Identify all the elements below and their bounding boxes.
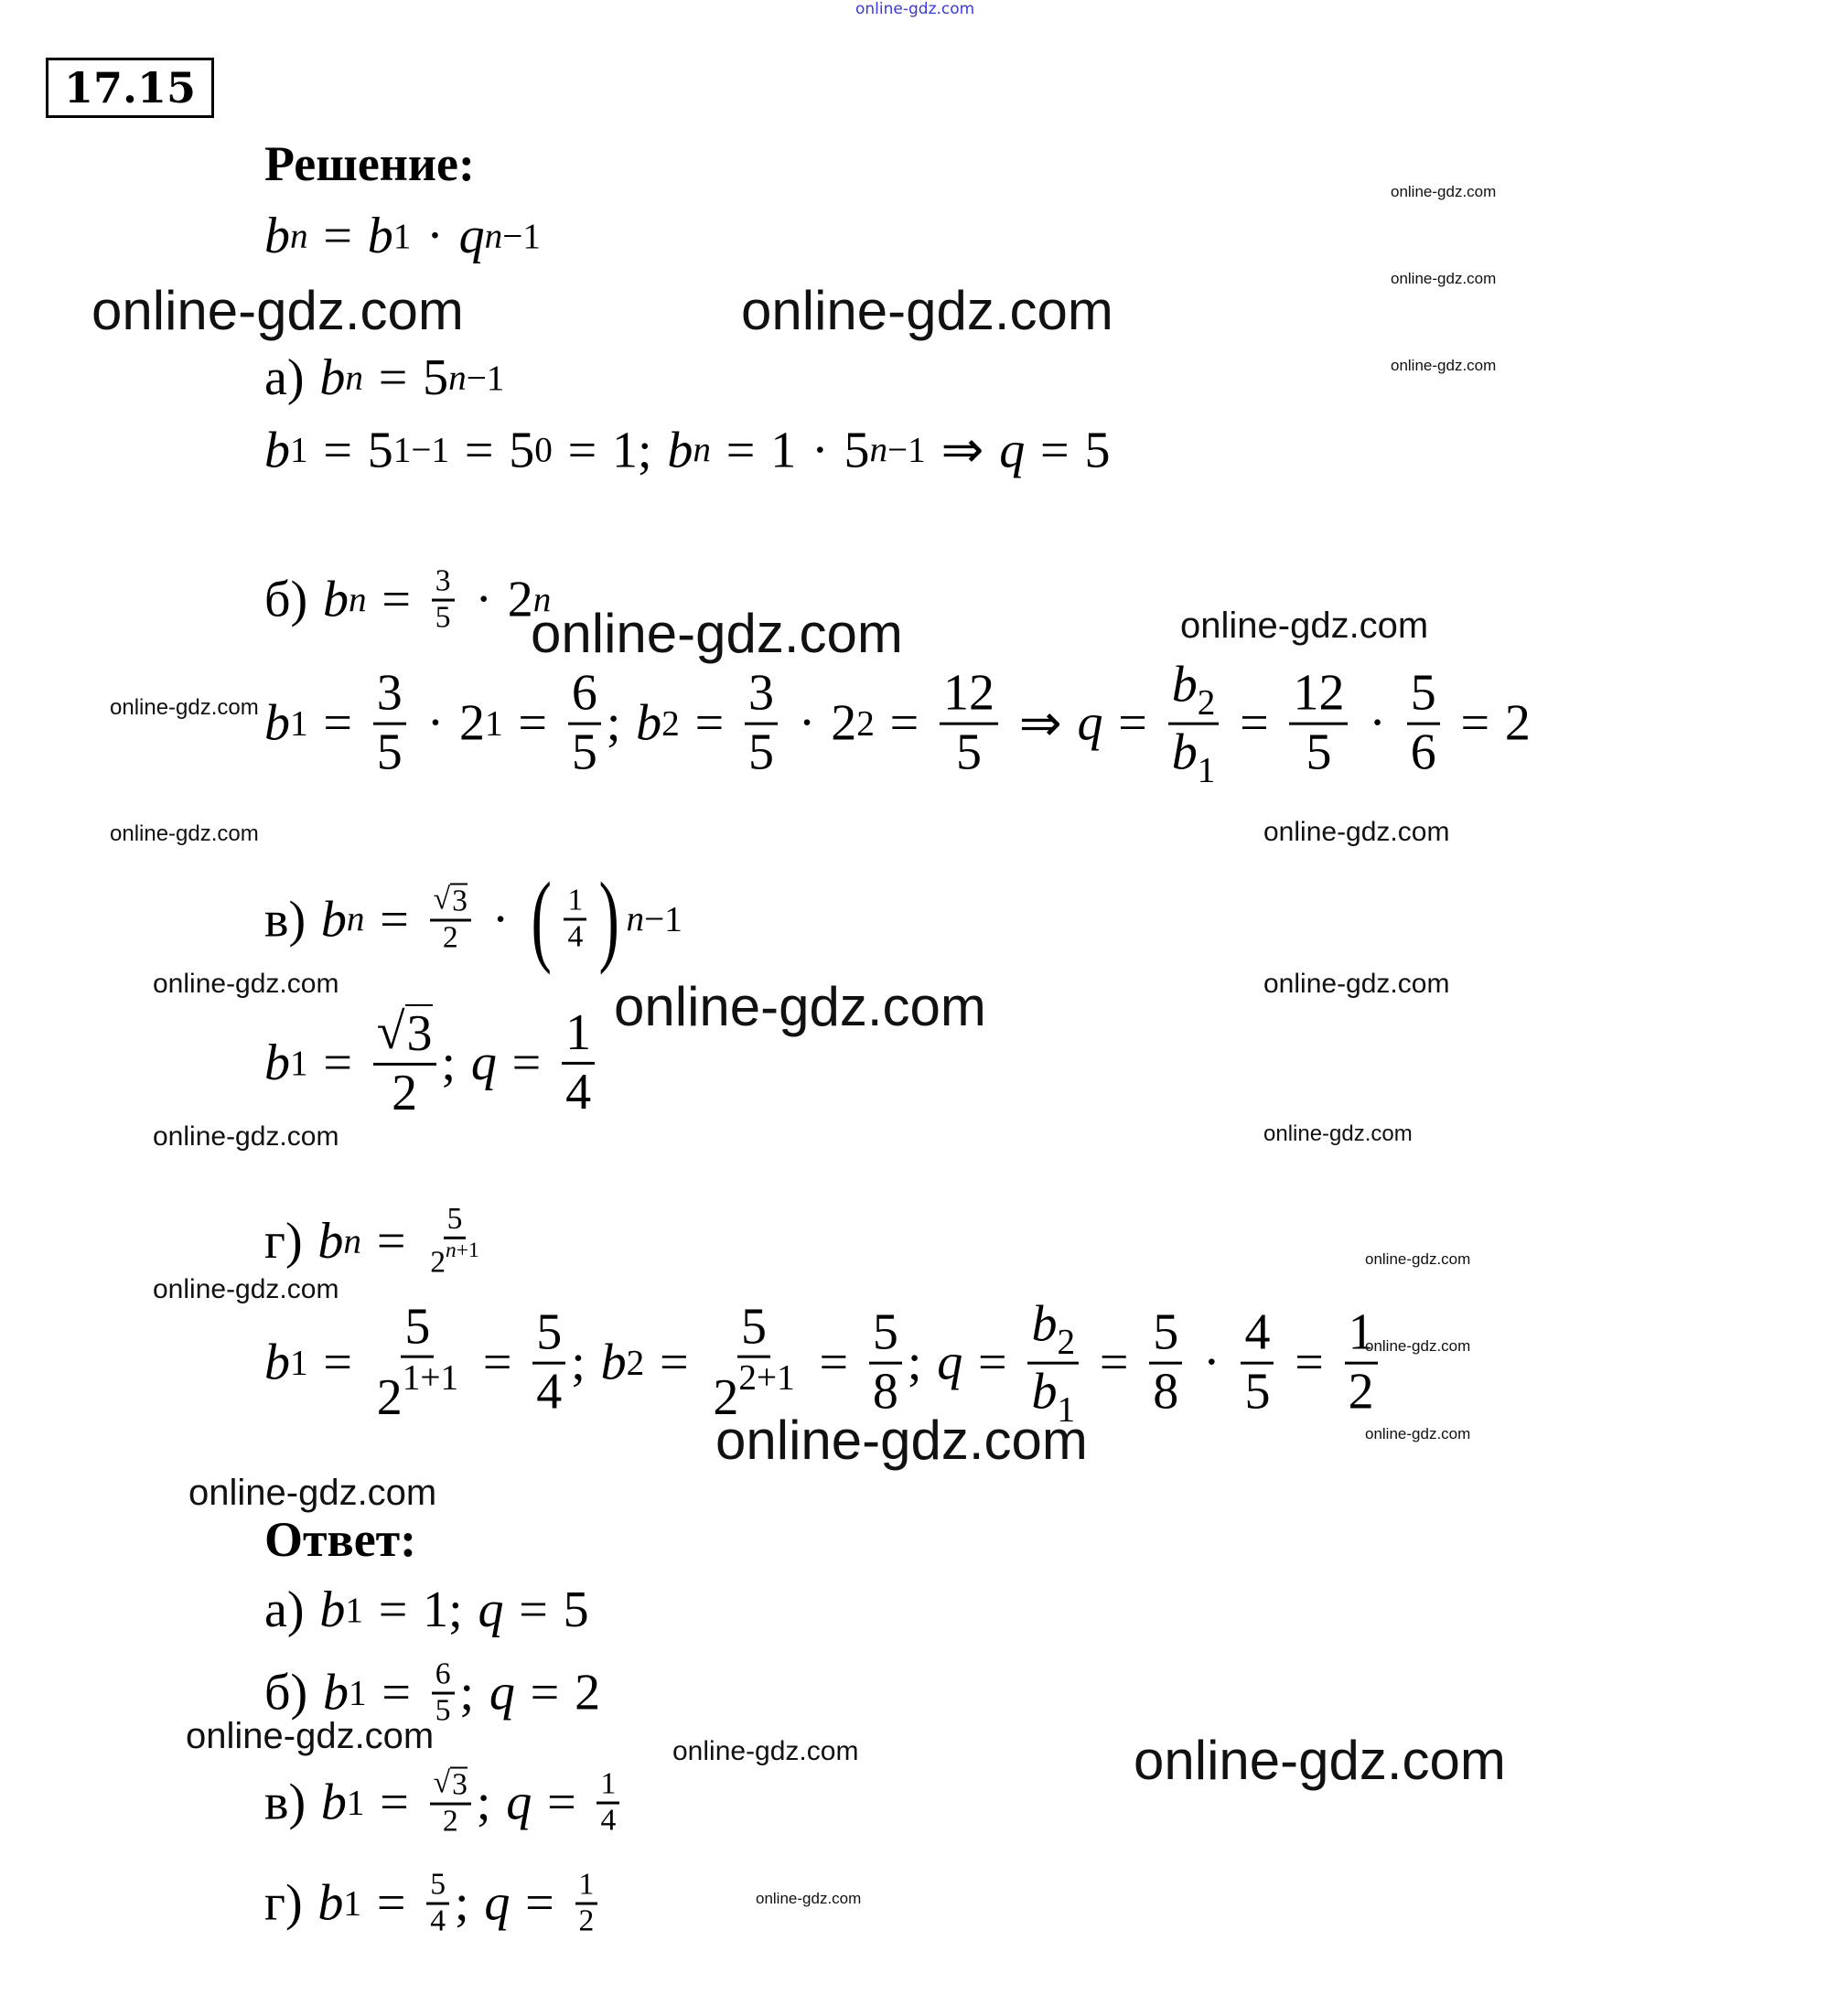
square-root: √3	[376, 1003, 433, 1062]
watermark: online-gdz.com	[715, 1410, 1088, 1471]
watermark: online-gdz.com	[1263, 1121, 1413, 1146]
watermark: online-gdz.com	[91, 280, 464, 341]
square-root: √3	[433, 882, 468, 918]
watermark: online-gdz.com	[110, 695, 259, 720]
solution-heading: Решение:	[264, 136, 475, 191]
watermark: online-gdz.com	[188, 1473, 437, 1513]
problem-number: 17.15	[46, 58, 214, 118]
watermark: online-gdz.com	[614, 976, 986, 1037]
watermark: online-gdz.com	[153, 1274, 339, 1304]
header-watermark: online-gdz.com	[855, 0, 975, 18]
watermark: online-gdz.com	[1391, 270, 1497, 287]
watermark: online-gdz.com	[153, 1121, 339, 1152]
watermark: online-gdz.com	[1263, 817, 1450, 847]
watermark: online-gdz.com	[531, 603, 903, 664]
watermark: online-gdz.com	[186, 1716, 435, 1756]
watermark: online-gdz.com	[1365, 1425, 1471, 1442]
watermark: online-gdz.com	[672, 1736, 859, 1766]
watermark: online-gdz.com	[741, 280, 1113, 341]
watermark: online-gdz.com	[1134, 1730, 1506, 1791]
watermark: online-gdz.com	[1365, 1250, 1471, 1268]
square-root: √3	[433, 1765, 468, 1802]
watermark: online-gdz.com	[110, 821, 259, 846]
watermark: online-gdz.com	[1391, 357, 1497, 374]
watermark: online-gdz.com	[153, 969, 339, 999]
watermark: online-gdz.com	[1391, 183, 1497, 200]
watermark: online-gdz.com	[1365, 1337, 1471, 1355]
watermark: online-gdz.com	[1180, 606, 1429, 646]
watermark: online-gdz.com	[1263, 969, 1450, 999]
answer-heading: Ответ:	[264, 1512, 417, 1567]
watermark: online-gdz.com	[756, 1890, 862, 1907]
